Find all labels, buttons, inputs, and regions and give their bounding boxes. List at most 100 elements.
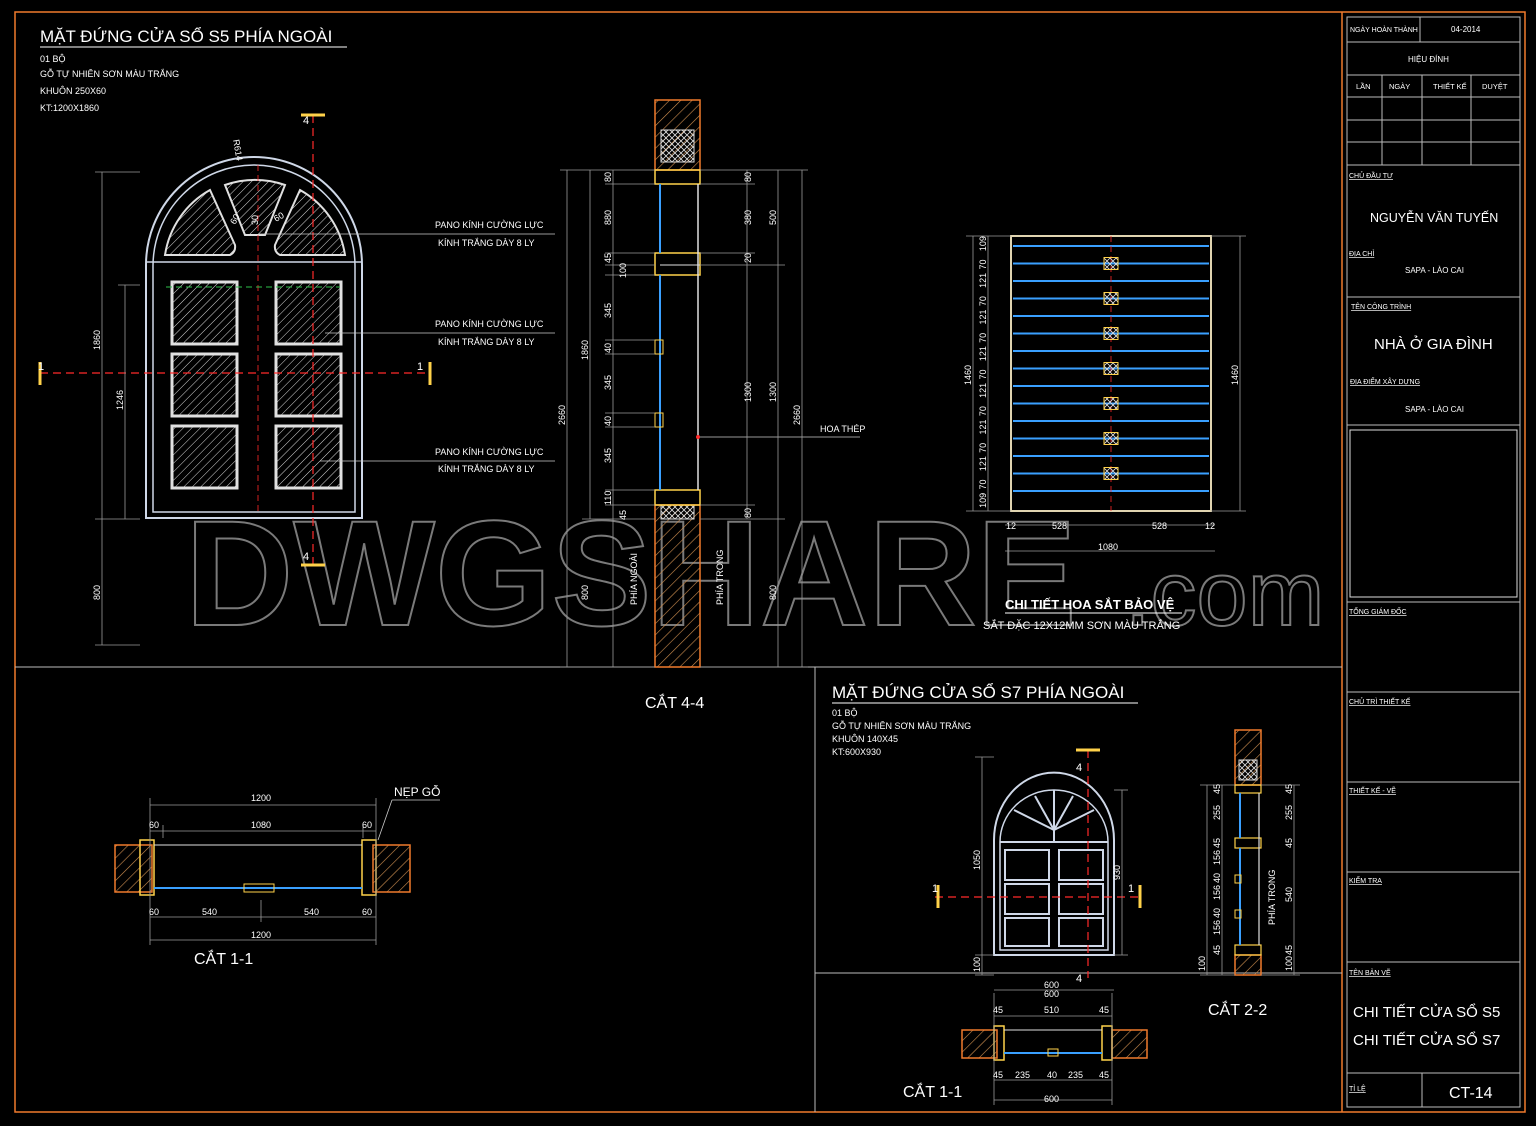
- s22-left-dim: 45: [1212, 784, 1222, 794]
- title-block: NGÀY HOÀN THÀNH 04-2014 HIỆU ĐÍNH LẦN NG…: [1346, 16, 1521, 1108]
- tb-dia-diem: SAPA - LÀO CAI: [1405, 405, 1464, 414]
- section44-phia-trong: PHÍA TRONG: [715, 550, 725, 605]
- s5-dim-30: 30: [250, 215, 260, 225]
- rail-b-528b: 528: [1152, 521, 1167, 531]
- rail-knot: [1103, 257, 1119, 270]
- s11-top-60b: 60: [362, 820, 372, 830]
- s44-l-345b: 345: [603, 375, 613, 390]
- tb-thiet-ke-ve: THIẾT KẾ - VẼ: [1349, 785, 1396, 795]
- s44-l-80: 80: [603, 172, 613, 182]
- s7-mark-4-bottom: 4: [1076, 973, 1082, 985]
- tb-tong-giam-doc: TỔNG GIÁM ĐỐC: [1349, 606, 1407, 616]
- rail-b-528a: 528: [1052, 521, 1067, 531]
- s22-left-dim: 45: [1212, 945, 1222, 955]
- s5-dim-r614: R614: [231, 139, 245, 162]
- s7-note-2: GỖ TỰ NHIÊN SƠN MÀU TRẮNG: [832, 720, 971, 731]
- s5-dim-1860: 1860: [92, 330, 102, 350]
- s5-mark-4-bottom: 4: [303, 551, 309, 563]
- tb-ngay-value: 04-2014: [1451, 25, 1481, 34]
- section44-phia-ngoai: PHÍA NGOÀI: [629, 553, 639, 605]
- tb-dia-diem-label: ĐỊA ĐIỂM XÂY DỰNG: [1350, 377, 1420, 386]
- section11-s7-caption: CẮT 1-1: [903, 1082, 962, 1101]
- s5-dim-1246: 1246: [115, 390, 125, 410]
- tb-col-lan: LẦN: [1356, 81, 1371, 91]
- s7-11-top-510: 510: [1044, 1005, 1059, 1015]
- rail-left-dim: 121: [978, 456, 988, 471]
- s22-left-dim: 100: [1197, 956, 1207, 971]
- s22-right-dim: 45: [1284, 838, 1294, 848]
- tb-col-thiet-ke: THIẾT KẾ: [1433, 81, 1467, 91]
- rail-h-right: 1460: [1230, 365, 1240, 385]
- s5-note-3: KHUÔN 250X60: [40, 86, 106, 96]
- hoa-thep-label: HOA THÉP: [820, 424, 865, 434]
- rail-left-dim: 121: [978, 419, 988, 434]
- tb-sheet-number: CT-14: [1449, 1085, 1493, 1102]
- s7-11-b-235b: 235: [1068, 1070, 1083, 1080]
- s22-right-dim: 100: [1284, 956, 1294, 971]
- s5-dim-800: 800: [92, 585, 102, 600]
- s7-elevation: MẶT ĐỨNG CỬA SỔ S7 PHÍA NGOÀI 01 BỘ GỖ T…: [832, 683, 1142, 991]
- rail-left-dim: 70: [978, 443, 988, 453]
- s5-pano-label-3a: PANO KÍNH CƯỜNG LỰC: [435, 447, 544, 457]
- s11-top-60a: 60: [149, 820, 159, 830]
- s44-r-1300b: 1300: [768, 382, 778, 402]
- tb-dia-chi: SAPA - LÀO CAI: [1405, 266, 1464, 275]
- s5-dim-60a: 60: [228, 212, 242, 226]
- s11-b-540b: 540: [304, 907, 319, 917]
- section11-s5-caption: CẮT 1-1: [194, 949, 253, 968]
- s5-pano-label-2a: PANO KÍNH CƯỜNG LỰC: [435, 319, 544, 329]
- tb-chu-tri: CHỦ TRÌ THIẾT KẾ: [1349, 696, 1411, 706]
- watermark: DWGSHARE .com: [184, 488, 1325, 658]
- rail-left-dim: 70: [978, 259, 988, 269]
- s44-l-2660: 2660: [557, 405, 567, 425]
- s44-r-380: 380: [743, 210, 753, 225]
- rail-caption: CHI TIẾT HOA SẮT BẢO VỆ: [1005, 597, 1175, 612]
- tb-hieu-dinh: HIỆU ĐÍNH: [1408, 55, 1449, 64]
- s7-dim-100: 100: [972, 957, 982, 972]
- s44-r-2660: 2660: [792, 405, 802, 425]
- s5-note-1: 01 BỘ: [40, 54, 66, 64]
- s22-left-dim: 40: [1212, 873, 1222, 883]
- rail-left-dim: 70: [978, 296, 988, 306]
- s44-l-880: 880: [603, 210, 613, 225]
- tb-ngay-label: NGÀY HOÀN THÀNH: [1350, 25, 1418, 34]
- rail-left-dim: 109: [978, 493, 988, 508]
- s5-pano-label-2b: KÍNH TRẮNG DÀY 8 LY: [438, 337, 535, 347]
- s5-pano-label-3b: KÍNH TRẮNG DÀY 8 LY: [438, 464, 535, 474]
- nep-go-label: NẸP GỖ: [394, 784, 440, 799]
- rail-sub: SẮT ĐẶC 12X12MM SƠN MÀU TRẮNG: [983, 619, 1180, 632]
- s7-mark-1-left: 1: [932, 883, 938, 895]
- s44-r-800: 800: [768, 585, 778, 600]
- rail-left-dim: 121: [978, 383, 988, 398]
- rail-left-dim: 70: [978, 479, 988, 489]
- tb-ti-le-label: TỈ LỆ: [1349, 1084, 1366, 1093]
- s44-r-500: 500: [768, 210, 778, 225]
- s22-left-dim: 156: [1212, 850, 1222, 865]
- s22-left-dim: 255: [1212, 805, 1222, 820]
- rail-knot: [1103, 327, 1119, 340]
- s7-11-b-600: 600: [1044, 1094, 1059, 1104]
- s22-right-dim: 540: [1284, 887, 1294, 902]
- section-1-1-s5: NẸP GỖ 1200 1080 60 60 60 540 540 60 120…: [114, 784, 440, 968]
- rail-detail: 1460 1460 109701217012170121701217012170…: [963, 235, 1246, 632]
- tb-cong-trinh: NHÀ Ở GIA ĐÌNH: [1374, 335, 1493, 353]
- tb-kiem-tra: KIỂM TRA: [1349, 876, 1382, 885]
- s11-b-1200: 1200: [251, 930, 271, 940]
- s22-right-dim: 255: [1284, 805, 1294, 820]
- s7-11-b-40: 40: [1047, 1070, 1057, 1080]
- rail-left-dim: 70: [978, 333, 988, 343]
- rail-b-12b: 12: [1205, 521, 1215, 531]
- rail-left-dim: 121: [978, 309, 988, 324]
- s5-note-4: KT:1200X1860: [40, 103, 99, 113]
- rail-knot: [1103, 397, 1119, 410]
- s5-note-2: GỖ TỰ NHIÊN SƠN MÀU TRẮNG: [40, 68, 179, 79]
- s44-l-40b: 40: [603, 416, 613, 426]
- s5-pano-label-1a: PANO KÍNH CƯỜNG LỰC: [435, 220, 544, 230]
- s5-mark-1-left: 1: [38, 361, 44, 373]
- s7-title: MẶT ĐỨNG CỬA SỔ S7 PHÍA NGOÀI: [832, 683, 1124, 702]
- s5-title: MẶT ĐỨNG CỬA SỔ S5 PHÍA NGOÀI: [40, 27, 332, 46]
- tb-chu-dau-tu: NGUYỄN VĂN TUYẾN: [1370, 210, 1498, 225]
- s44-l-45a: 45: [603, 253, 613, 263]
- tb-col-duyet: DUYỆT: [1482, 82, 1508, 91]
